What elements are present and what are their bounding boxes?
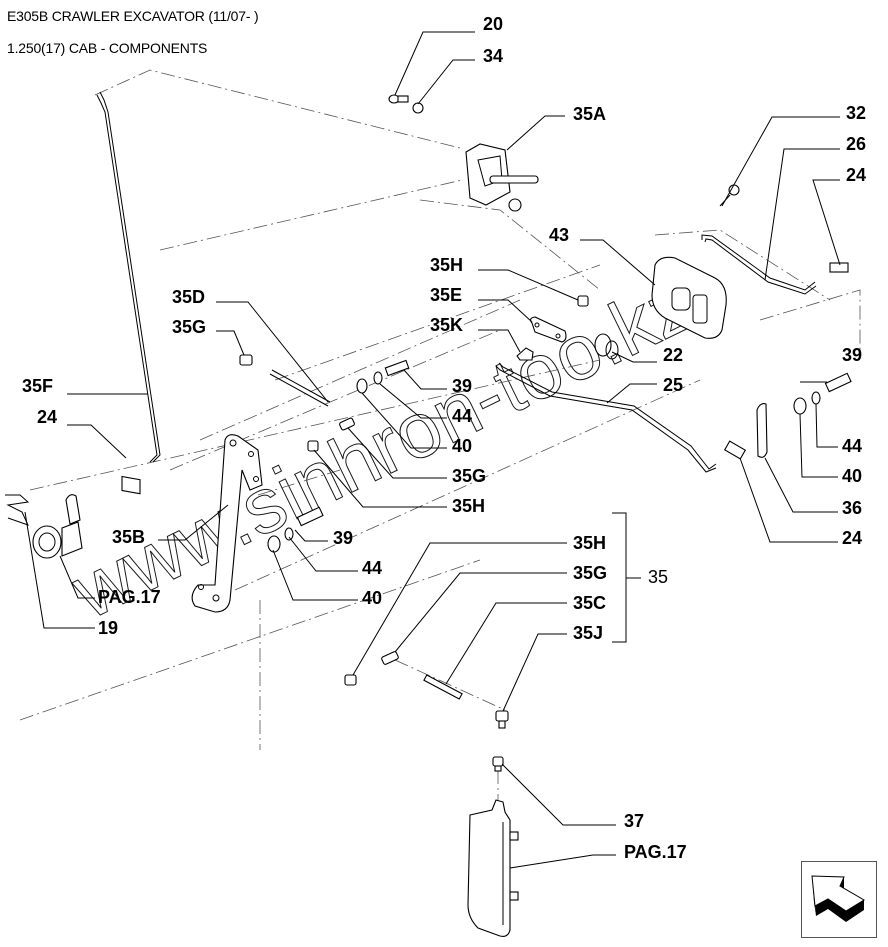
callout-25[interactable]: 25 <box>663 375 683 395</box>
part-washer-40-lower[interactable] <box>267 535 281 553</box>
callout-26[interactable]: 26 <box>846 134 866 154</box>
callout-35A[interactable]: 35A <box>573 104 606 124</box>
part-bolt-39-upper[interactable] <box>384 359 410 377</box>
part-rod-35F[interactable] <box>96 91 161 463</box>
callout-35C[interactable]: 35C <box>573 593 606 613</box>
back-navigation-button[interactable] <box>801 861 877 938</box>
part-lever-35B[interactable] <box>191 434 263 613</box>
callout-32[interactable]: 32 <box>846 103 866 123</box>
part-screw-32[interactable] <box>719 184 740 207</box>
part-rod-26[interactable] <box>701 234 817 295</box>
callout-35H-top[interactable]: 35H <box>430 255 463 275</box>
part-bolt-39-lower[interactable] <box>296 506 324 527</box>
callout-44-right[interactable]: 44 <box>842 436 862 456</box>
construction-lines <box>19 69 861 810</box>
back-arrow-icon <box>811 875 865 922</box>
diagram-title: E305B CRAWLER EXCAVATOR (11/07- ) <box>7 8 259 24</box>
part-bolt-39-right[interactable] <box>824 372 852 393</box>
callout-pag17-left[interactable]: PAG.17 <box>98 587 161 607</box>
part-clip-24-right-lower[interactable] <box>723 440 747 460</box>
part-clip-35K[interactable] <box>516 347 534 361</box>
callout-35H-lower[interactable]: 35H <box>573 533 606 553</box>
callout-19[interactable]: 19 <box>98 618 118 638</box>
callout-35E[interactable]: 35E <box>430 285 462 305</box>
part-pin-35G-upper[interactable] <box>239 354 253 366</box>
callout-35K[interactable]: 35K <box>430 315 463 335</box>
part-clip-24-right-top[interactable] <box>829 262 849 273</box>
callout-35G-mid[interactable]: 35G <box>452 466 486 486</box>
leader-lines <box>24 31 841 869</box>
part-handle-pag17[interactable] <box>467 799 519 937</box>
callout-39-lower[interactable]: 39 <box>333 528 353 548</box>
callout-labels: 20 34 35A 32 26 24 43 35H 35E 35K 22 25 … <box>22 14 866 862</box>
callout-35D[interactable]: 35D <box>172 287 205 307</box>
callout-39-right[interactable]: 39 <box>842 345 862 365</box>
watermark-text: www.sinhron-too.kz <box>58 260 705 636</box>
part-hinge-35A[interactable] <box>465 143 539 212</box>
part-stud-35C[interactable] <box>423 674 463 700</box>
callout-37[interactable]: 37 <box>624 811 644 831</box>
part-nut-34[interactable] <box>412 102 424 114</box>
part-washer-40-right[interactable] <box>793 397 807 415</box>
callout-24-left[interactable]: 24 <box>37 407 57 427</box>
part-screw-35H-lower[interactable] <box>344 674 357 686</box>
part-lockwasher-44-right[interactable] <box>811 391 821 405</box>
part-lockwasher-44-lower[interactable] <box>284 527 294 541</box>
callout-40-right[interactable]: 40 <box>842 466 862 486</box>
part-lockwasher-44-upper[interactable] <box>373 371 383 385</box>
part-pin-35J[interactable] <box>495 710 509 729</box>
part-handle-43[interactable] <box>651 256 727 339</box>
callout-44-lower[interactable]: 44 <box>362 558 382 578</box>
callout-pag17-right[interactable]: PAG.17 <box>624 842 687 862</box>
part-rod-35D[interactable] <box>269 369 331 407</box>
callout-22[interactable]: 22 <box>663 345 683 365</box>
callout-36[interactable]: 36 <box>842 498 862 518</box>
callout-24-right[interactable]: 24 <box>842 528 862 548</box>
diagram-subtitle: 1.250(17) CAB - COMPONENTS <box>7 40 208 56</box>
callout-40-upper[interactable]: 40 <box>452 436 472 456</box>
part-pin-35G-lower[interactable] <box>381 651 399 665</box>
callout-20[interactable]: 20 <box>483 14 503 34</box>
part-clip-24-left[interactable] <box>121 475 141 495</box>
part-screw-20[interactable] <box>388 94 409 104</box>
callout-35J[interactable]: 35J <box>573 623 603 643</box>
part-plate-35E[interactable] <box>530 316 567 343</box>
callout-35G-lower[interactable]: 35G <box>573 563 607 583</box>
part-pin-35G-mid[interactable] <box>339 417 355 431</box>
part-washer-40-upper[interactable] <box>356 378 368 394</box>
callout-35H-mid[interactable]: 35H <box>452 496 485 516</box>
callout-39-upper[interactable]: 39 <box>452 376 472 396</box>
part-screw-37[interactable] <box>492 756 504 772</box>
watermark: www.sinhron-too.kz <box>57 259 705 636</box>
part-plate-36[interactable] <box>756 403 768 458</box>
callout-35-group[interactable]: 35 <box>648 567 668 587</box>
part-rod-25[interactable] <box>495 362 717 473</box>
callout-24-top[interactable]: 24 <box>846 165 866 185</box>
callout-40-lower[interactable]: 40 <box>362 588 382 608</box>
callout-44-upper[interactable]: 44 <box>452 406 472 426</box>
callout-35F[interactable]: 35F <box>22 376 53 396</box>
callout-43[interactable]: 43 <box>549 225 569 245</box>
part-clamp-22[interactable] <box>594 333 619 360</box>
callout-35B[interactable]: 35B <box>112 527 145 547</box>
part-screw-35H-top[interactable] <box>577 295 589 307</box>
part-lock-cylinder-19[interactable] <box>5 494 83 559</box>
callout-35G-upper[interactable]: 35G <box>172 317 206 337</box>
callout-34[interactable]: 34 <box>483 46 503 66</box>
part-screw-35H-mid[interactable] <box>307 440 319 452</box>
